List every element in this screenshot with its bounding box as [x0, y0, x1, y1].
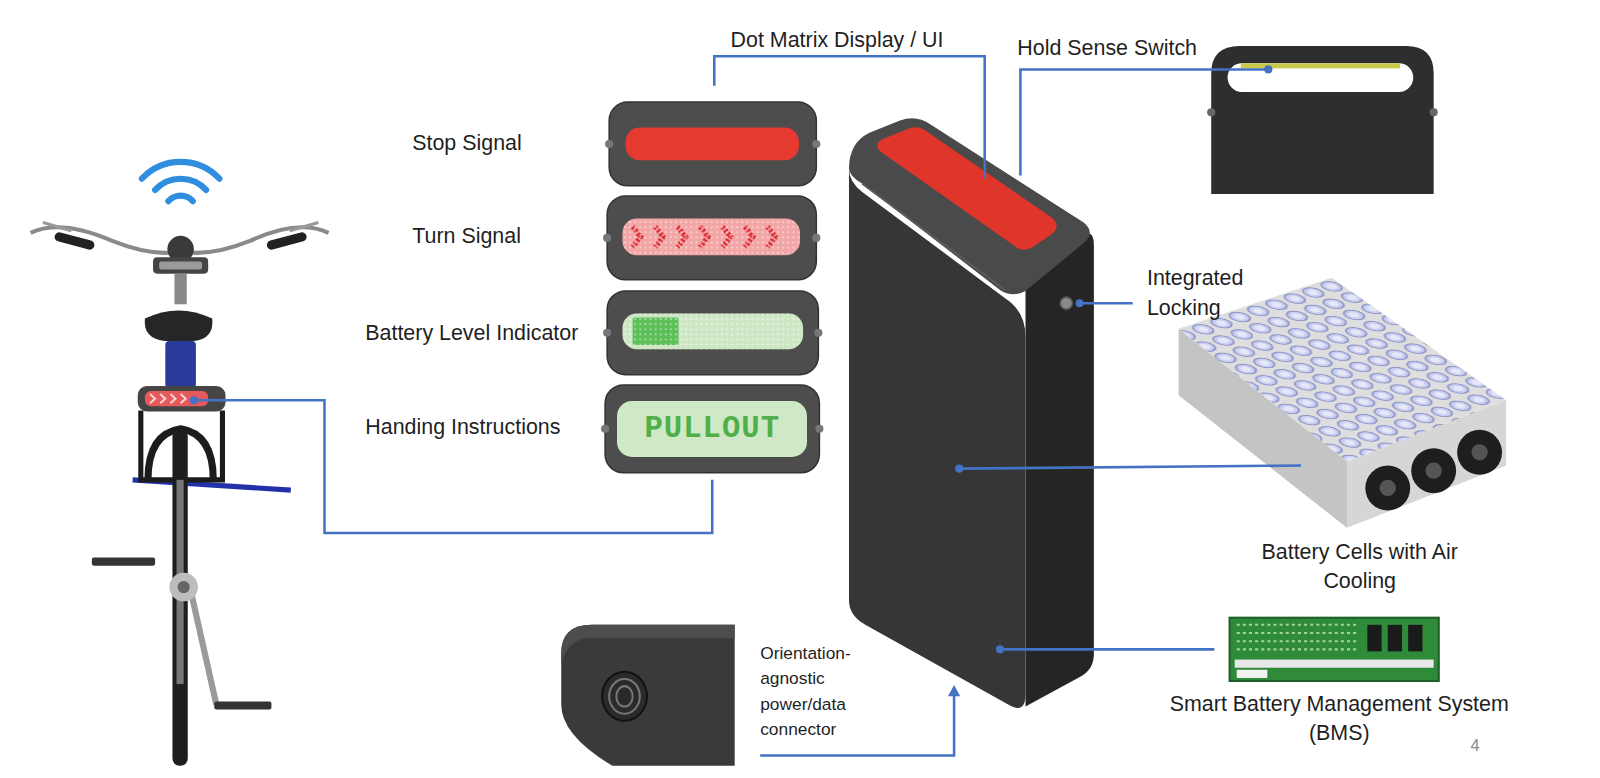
page-number: 4: [1470, 735, 1479, 755]
part-label: Stop Signal: [412, 130, 522, 157]
part-label: Dot Matrix Display / UI: [731, 27, 944, 54]
part-label: Orientation-agnostic power/data connecto…: [760, 641, 874, 743]
part-label: Battery Cells with Air Cooling: [1255, 538, 1464, 597]
battery-pack: [849, 118, 1094, 708]
part-label: Battery Level Indicator: [365, 320, 578, 347]
part-label: Hold Sense Switch: [1017, 35, 1197, 62]
connector-detail: [561, 625, 734, 766]
part-label: Handing Instructions: [365, 414, 560, 441]
leader-lines: [194, 56, 1301, 755]
bicycle: [31, 162, 329, 766]
leader-dots: [190, 65, 1273, 696]
battery-cells: [1179, 278, 1507, 528]
part-label: Turn Signal: [412, 223, 521, 250]
part-label: Smart Battery Management System (BMS): [1153, 690, 1525, 749]
bms-board: [1230, 618, 1439, 681]
dot-matrix-panel: PULLOUT: [617, 401, 807, 457]
display-variants: [601, 102, 823, 473]
display-text: PULLOUT: [644, 412, 780, 446]
part-label: Integrated Locking: [1147, 264, 1269, 323]
